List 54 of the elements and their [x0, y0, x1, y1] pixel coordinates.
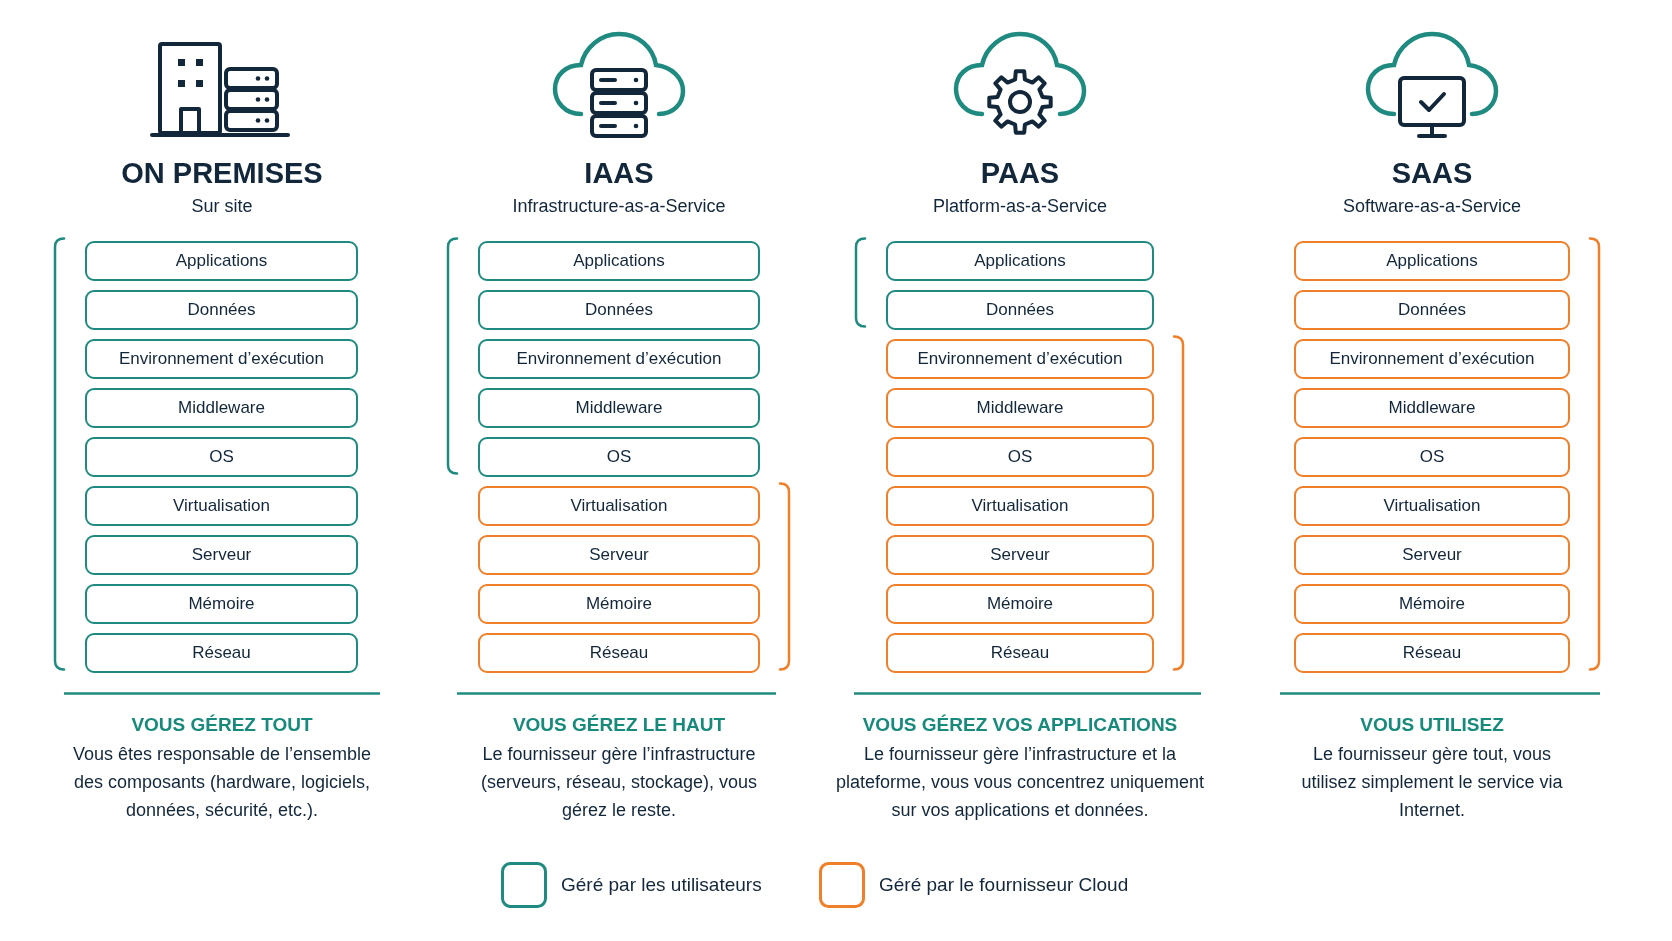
column-subtitle: Infrastructure-as-a-Service: [512, 195, 726, 217]
column-title: PAAS: [980, 156, 1060, 190]
stack-layer: Données: [886, 290, 1154, 330]
stack-layer: Réseau: [886, 633, 1154, 673]
stack-layer: Applications: [1294, 241, 1570, 281]
stack-layer: Middleware: [1294, 388, 1570, 428]
stack-layer: Environnement d’exécution: [478, 339, 760, 379]
stack-layer: OS: [1294, 437, 1570, 477]
column-title: ON PREMISES: [121, 156, 323, 190]
stack-layer: Données: [85, 290, 358, 330]
column-subtitle: Sur site: [191, 195, 253, 217]
stack-layer: OS: [478, 437, 760, 477]
stack-layer: Applications: [85, 241, 358, 281]
stack-layer: Virtualisation: [886, 486, 1154, 526]
summary-heading: VOUS GÉREZ VOS APPLICATIONS: [862, 714, 1178, 736]
stack-layer: Environnement d’exécution: [886, 339, 1154, 379]
legend-label: Géré par les utilisateurs: [561, 873, 762, 897]
stack-layer: Serveur: [1294, 535, 1570, 575]
stack-layer: Serveur: [85, 535, 358, 575]
summary-heading: VOUS GÉREZ TOUT: [131, 714, 313, 736]
stack-layer: Mémoire: [478, 584, 760, 624]
column-subtitle: Software-as-a-Service: [1342, 195, 1522, 217]
stack-layer: Applications: [478, 241, 760, 281]
stack-layer: Middleware: [886, 388, 1154, 428]
stack-layer: Mémoire: [85, 584, 358, 624]
summary-heading: VOUS UTILISEZ: [1360, 714, 1504, 736]
column-title: SAAS: [1391, 156, 1473, 190]
stack-layer: Réseau: [85, 633, 358, 673]
stack-layer: Middleware: [478, 388, 760, 428]
column-title: IAAS: [584, 156, 654, 190]
stack-layer: Serveur: [478, 535, 760, 575]
stack-layer: Environnement d’exécution: [1294, 339, 1570, 379]
summary-text: Le fournisseur gère l’infrastructure et la plateforme, vous vous concentrez uniquement sur vos applications et données.: [834, 743, 1206, 822]
stack-layer: OS: [85, 437, 358, 477]
stack-layer: Virtualisation: [85, 486, 358, 526]
summary-heading: VOUS GÉREZ LE HAUT: [512, 714, 726, 736]
stack-layer: Mémoire: [886, 584, 1154, 624]
column-subtitle: Platform-as-a-Service: [933, 195, 1107, 217]
summary-text: Vous êtes responsable de l’ensemble des composants (hardware, logiciels, données, sécurité, etc.).: [71, 743, 373, 822]
stack-layer: Réseau: [478, 633, 760, 673]
stack-layer: Virtualisation: [1294, 486, 1570, 526]
stack-layer: Applications: [886, 241, 1154, 281]
stack-layer: Mémoire: [1294, 584, 1570, 624]
legend-label: Géré par le fournisseur Cloud: [879, 873, 1129, 897]
stack-layer: Serveur: [886, 535, 1154, 575]
stack-layer: Environnement d’exécution: [85, 339, 358, 379]
stack-layer: Virtualisation: [478, 486, 760, 526]
stack-layer: OS: [886, 437, 1154, 477]
stack-layer: Données: [1294, 290, 1570, 330]
stack-layer: Réseau: [1294, 633, 1570, 673]
summary-text: Le fournisseur gère l’infrastructure (serveurs, réseau, stockage), vous gérez le reste.: [479, 743, 759, 822]
summary-text: Le fournisseur gère tout, vous utilisez simplement le service via Internet.: [1300, 743, 1564, 822]
stack-layer: Middleware: [85, 388, 358, 428]
stack-layer: Données: [478, 290, 760, 330]
